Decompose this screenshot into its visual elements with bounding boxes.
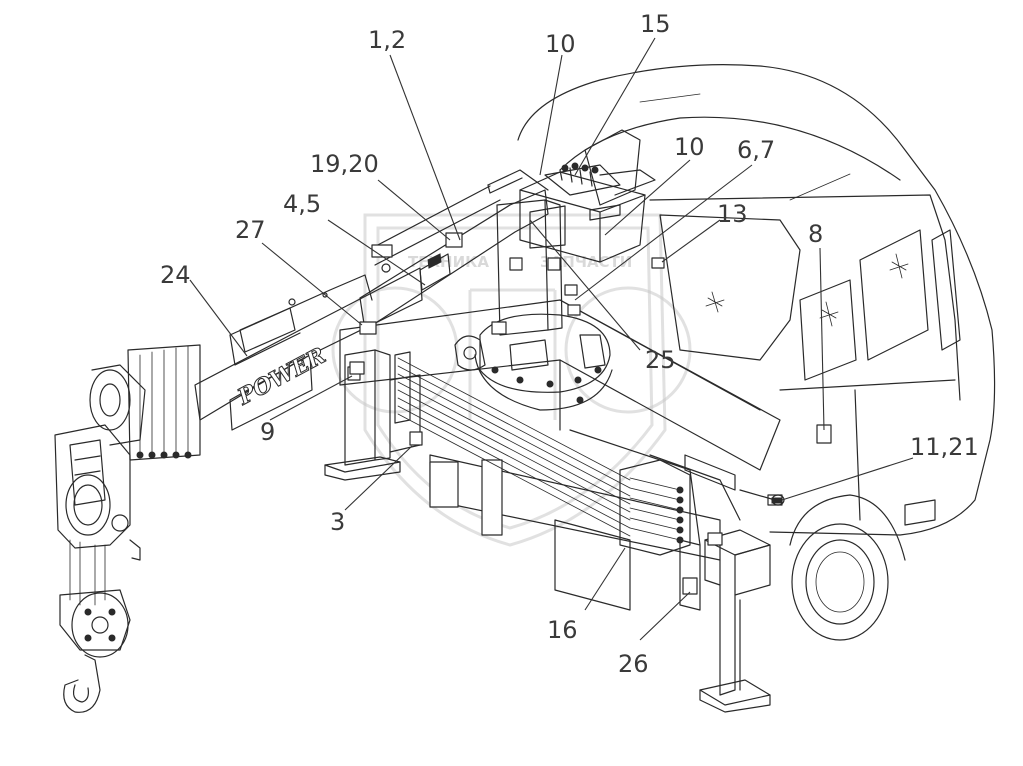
callout-16: 16	[547, 616, 578, 644]
callout-24: 24	[160, 261, 191, 289]
callout-26: 26	[618, 650, 649, 678]
callout-27: 27	[235, 216, 266, 244]
callout-labels: 1,2 10 15 19,20 10 6,7 4,5 27 13 8 24 25…	[160, 10, 979, 678]
boom-brand-label: POWER	[233, 343, 330, 411]
truck-frame	[339, 299, 785, 611]
callout-11-21: 11,21	[910, 433, 979, 461]
leader-lines	[189, 37, 914, 641]
callout-10b: 10	[674, 133, 705, 161]
callout-25: 25	[645, 346, 676, 374]
callout-6-7: 6,7	[737, 136, 775, 164]
callout-19-20: 19,20	[310, 150, 379, 178]
callout-8: 8	[808, 220, 823, 248]
outrigger-right	[699, 529, 771, 713]
hose-bundle	[394, 351, 691, 556]
callout-4-5: 4,5	[283, 190, 321, 218]
truck-cab	[517, 64, 996, 641]
callout-9: 9	[260, 418, 275, 446]
callout-13: 13	[717, 200, 748, 228]
callout-3: 3	[330, 508, 345, 536]
control-station	[519, 129, 656, 263]
hook-block	[54, 424, 141, 713]
callout-1-2: 1,2	[368, 26, 406, 54]
callout-10a: 10	[545, 30, 576, 58]
callout-15: 15	[640, 10, 671, 38]
crane-column	[454, 199, 613, 411]
